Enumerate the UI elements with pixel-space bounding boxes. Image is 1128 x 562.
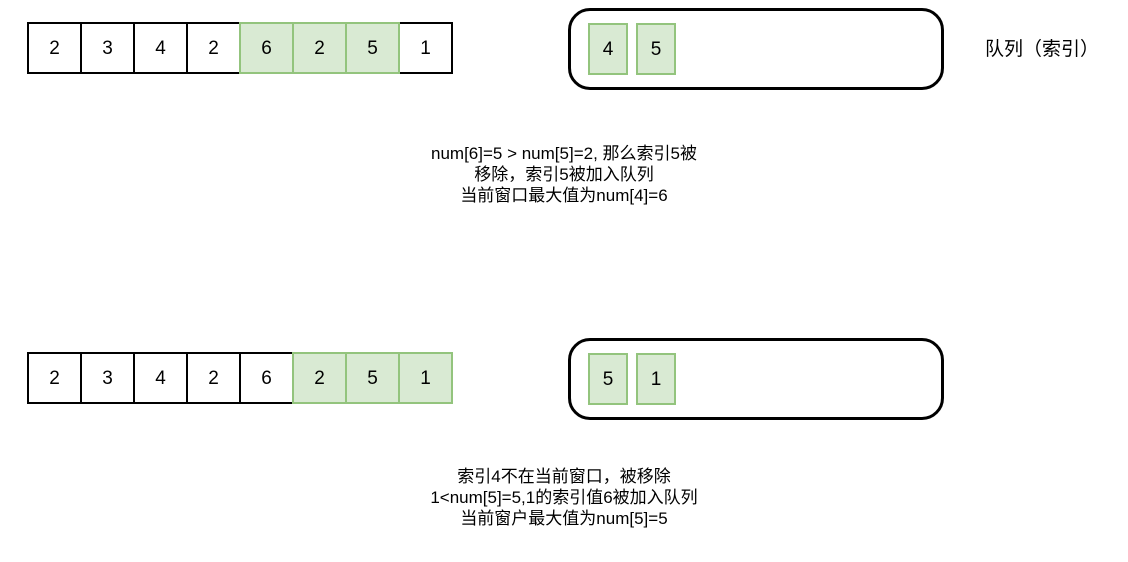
caption-line: 当前窗户最大值为num[5]=5	[460, 509, 668, 528]
array-cell: 4	[133, 352, 188, 404]
caption-line: num[6]=5 > num[5]=2, 那么索引5被	[431, 144, 697, 163]
array-cell: 2	[27, 22, 82, 74]
array-cell: 5	[345, 22, 400, 74]
caption-line: 索引4不在当前窗口，被移除	[457, 467, 671, 486]
caption-step-1: num[6]=5 > num[5]=2, 那么索引5被 移除，索引5被加入队列 …	[0, 143, 1128, 206]
array-cell: 6	[239, 22, 294, 74]
caption-line: 移除，索引5被加入队列	[474, 165, 654, 184]
queue-cell: 5	[636, 23, 676, 75]
caption-line: 当前窗口最大值为num[4]=6	[460, 186, 668, 205]
queue-cell: 1	[636, 353, 676, 405]
queue-box-step-1: 4 5	[568, 8, 944, 90]
array-strip-step-1: 2 3 4 2 6 2 5 1	[27, 22, 453, 74]
array-strip-step-2: 2 3 4 2 6 2 5 1	[27, 352, 453, 404]
array-cell: 1	[398, 22, 453, 74]
array-cell: 3	[80, 352, 135, 404]
array-cell: 3	[80, 22, 135, 74]
array-cell: 4	[133, 22, 188, 74]
array-cell: 1	[398, 352, 453, 404]
caption-line: 1<num[5]=5,1的索引值6被加入队列	[430, 488, 698, 507]
queue-cell: 4	[588, 23, 628, 75]
queue-cell: 5	[588, 353, 628, 405]
queue-side-label: 队列（索引）	[985, 39, 1100, 60]
queue-box-step-2: 5 1	[568, 338, 944, 420]
array-cell: 6	[239, 352, 294, 404]
array-cell: 2	[186, 22, 241, 74]
array-cell: 2	[292, 22, 347, 74]
array-cell: 2	[186, 352, 241, 404]
array-cell: 2	[292, 352, 347, 404]
caption-step-2: 索引4不在当前窗口，被移除 1<num[5]=5,1的索引值6被加入队列 当前窗…	[0, 466, 1128, 529]
array-cell: 5	[345, 352, 400, 404]
array-cell: 2	[27, 352, 82, 404]
